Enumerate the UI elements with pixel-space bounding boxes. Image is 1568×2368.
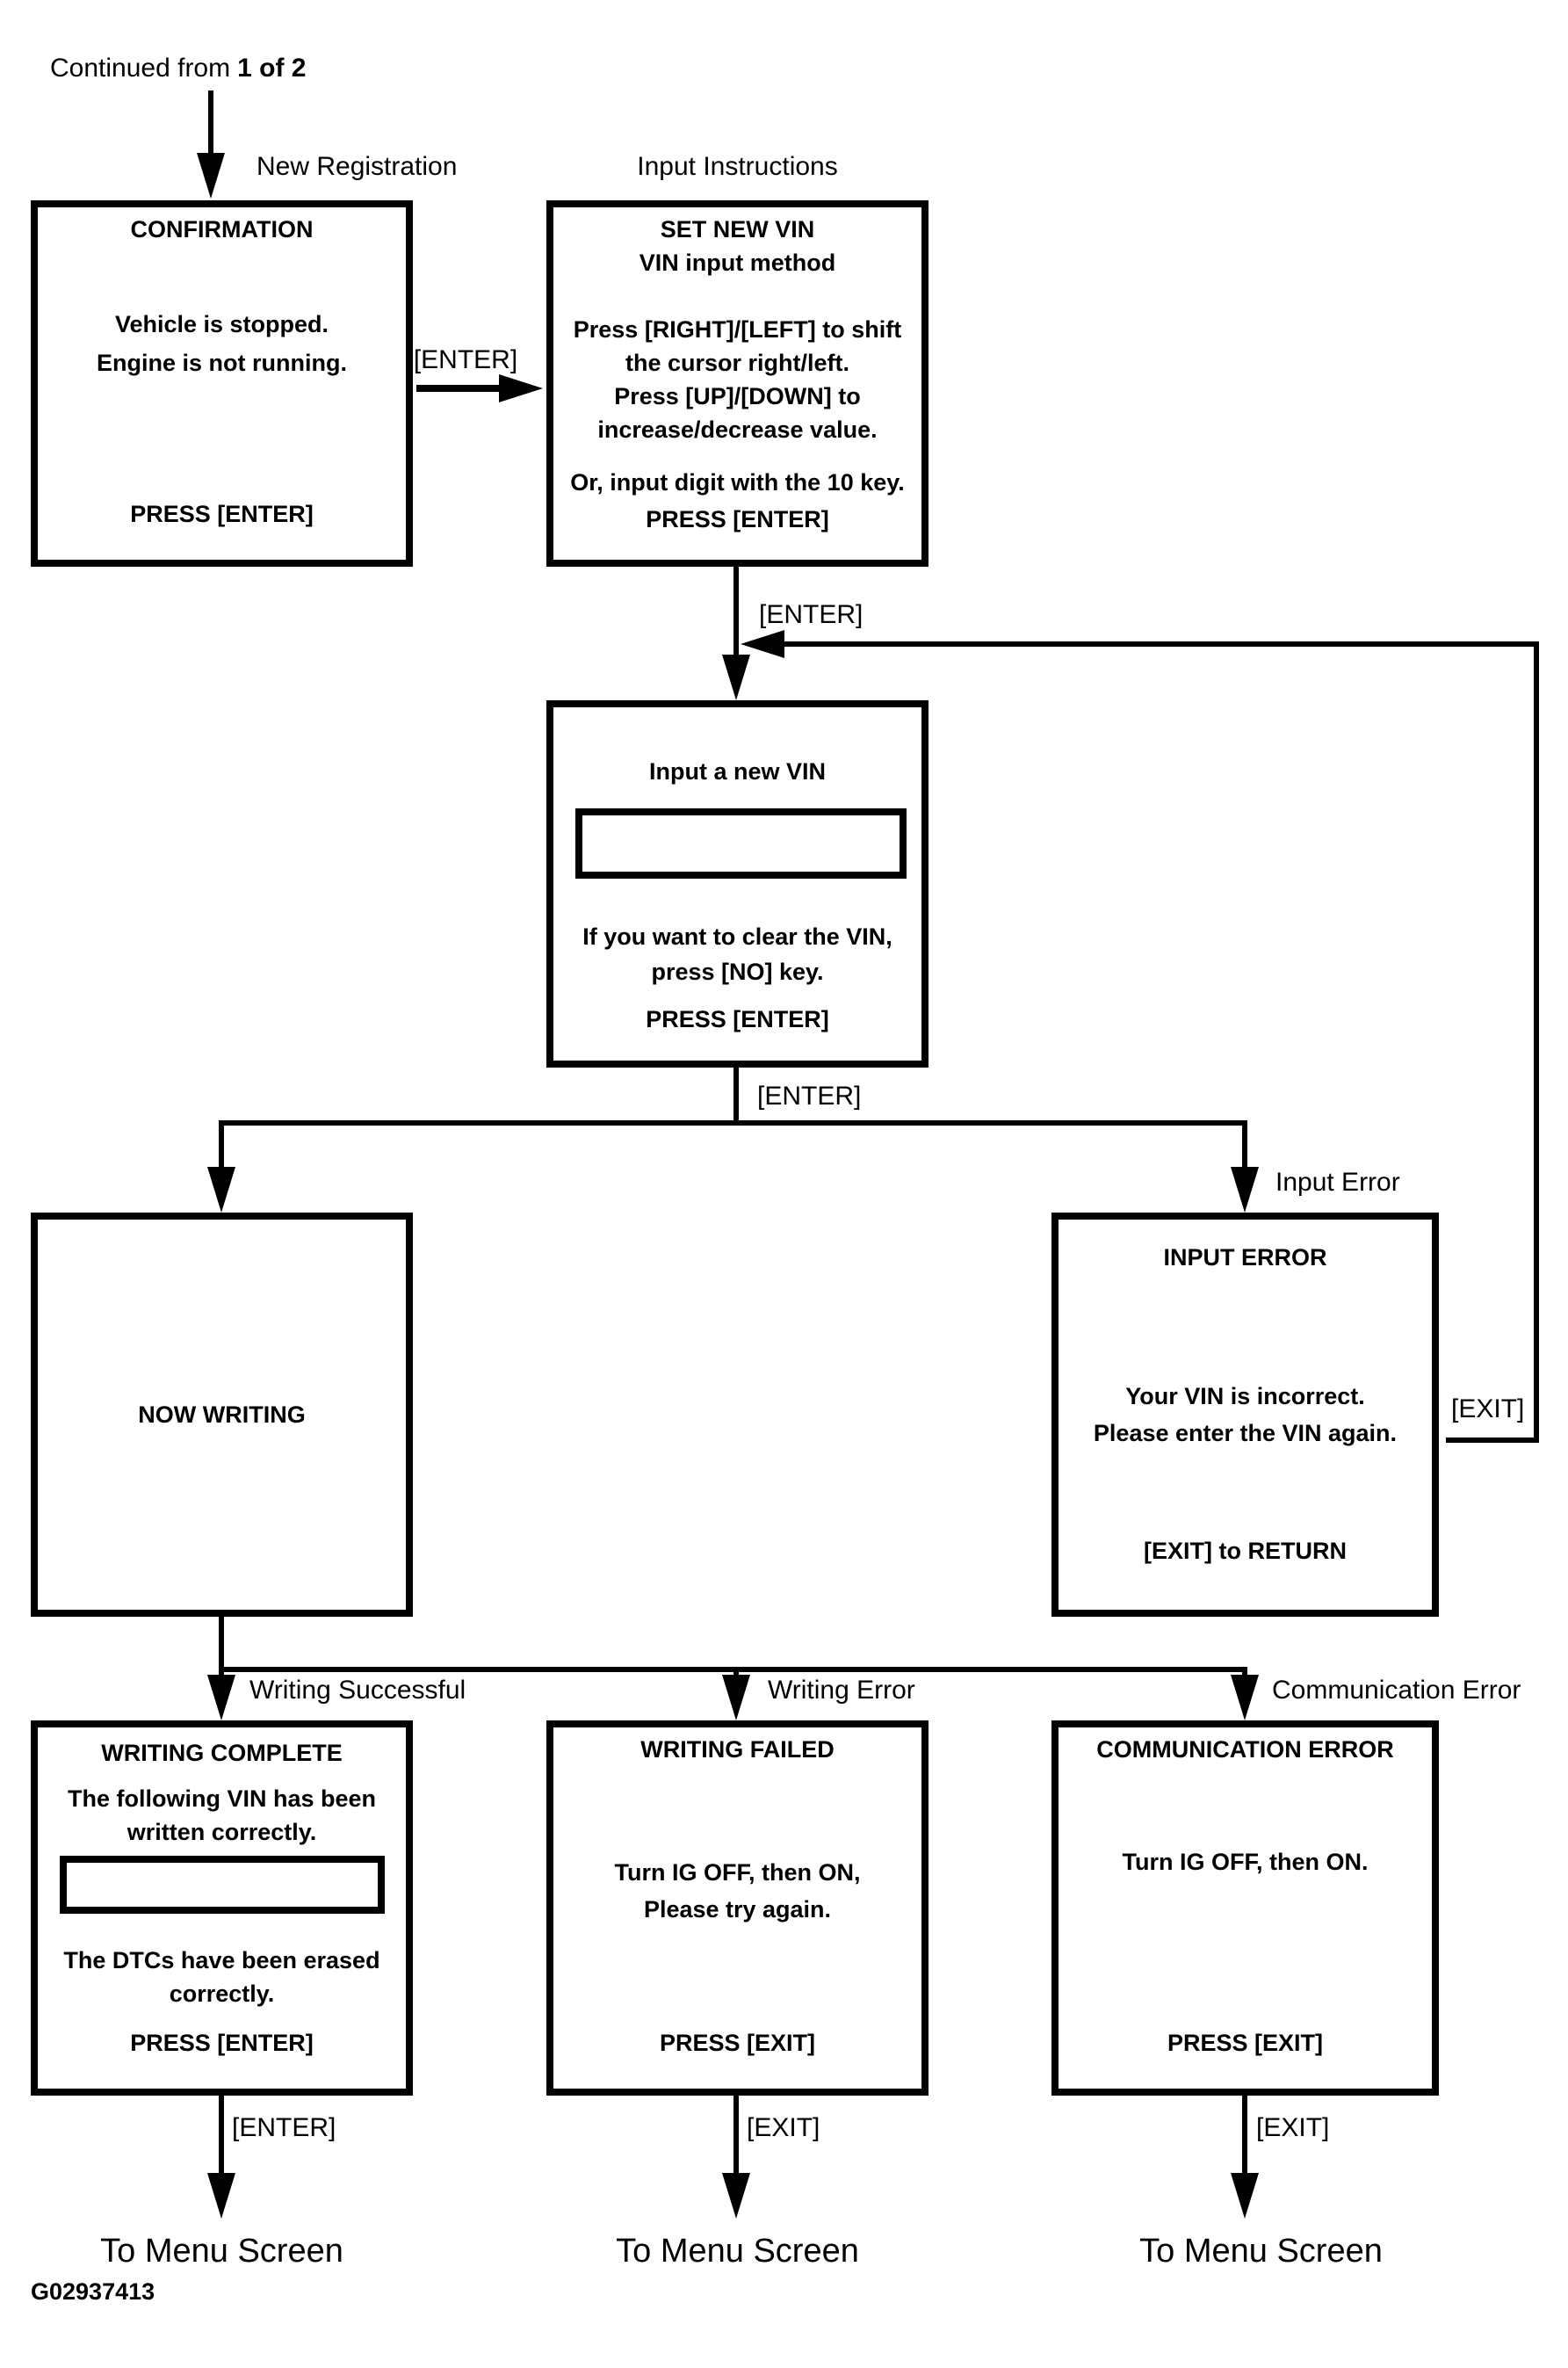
edge-label-exit-bottom-mid: [EXIT] (747, 2113, 820, 2142)
writing-complete-box: WRITING COMPLETE The following VIN has b… (31, 1720, 413, 2096)
connector-to-writing-failed (733, 1667, 739, 1679)
edge-label-enter-2: [ENTER] (759, 600, 863, 629)
input-new-vin-box: Input a new VIN If you want to clear the… (546, 700, 929, 1068)
writing-failed-line1: Turn IG OFF, then ON, (614, 1859, 861, 1886)
confirmation-box: CONFIRMATION Vehicle is stopped. Engine … (31, 200, 413, 567)
connector-to-writing-complete (219, 1667, 224, 1679)
input-new-vin-line2: press [NO] key. (651, 959, 824, 985)
connector-complete-to-menu (219, 2096, 224, 2176)
edge-label-communication-error: Communication Error (1272, 1676, 1521, 1705)
continued-from-text: Continued from (50, 54, 231, 83)
input-error-footer: [EXIT] to RETURN (1144, 1538, 1347, 1564)
connector-failed-to-menu (733, 2096, 739, 2176)
set-new-vin-title: SET NEW VIN (660, 216, 815, 243)
connector-split-bottom (219, 1667, 1247, 1672)
input-error-title: INPUT ERROR (1163, 1244, 1327, 1271)
confirmation-line2: Engine is not running. (97, 350, 347, 376)
arrowhead-into-writing-complete (207, 1675, 235, 1720)
input-error-line2: Please enter the VIN again. (1093, 1420, 1398, 1446)
input-error-line1: Your VIN is incorrect. (1125, 1383, 1365, 1409)
writing-complete-line4: correctly. (169, 1981, 275, 2007)
writing-failed-box: WRITING FAILED Turn IG OFF, then ON, Ple… (546, 1720, 929, 2096)
connector-set-to-input (733, 567, 739, 658)
now-writing-box: NOW WRITING (31, 1213, 413, 1617)
set-new-vin-subtitle: VIN input method (639, 250, 836, 276)
connector-return-top (783, 641, 1539, 647)
to-menu-screen-3: To Menu Screen (1139, 2233, 1383, 2270)
connector-split-top (219, 1120, 1247, 1126)
edge-label-writing-successful: Writing Successful (249, 1676, 466, 1705)
writing-failed-footer: PRESS [EXIT] (659, 2030, 816, 2056)
figure-id: G02937413 (31, 2278, 155, 2305)
writing-complete-line1: The following VIN has been (67, 1785, 377, 1812)
communication-error-line1: Turn IG OFF, then ON. (1122, 1849, 1369, 1875)
input-new-vin-title: Input a new VIN (648, 758, 826, 785)
confirmation-line1: Vehicle is stopped. (114, 311, 329, 337)
arrowhead-into-confirmation (197, 153, 225, 199)
edge-label-enter-1: [ENTER] (413, 345, 518, 374)
connector-input-to-split (733, 1068, 739, 1126)
communication-error-title: COMMUNICATION ERROR (1096, 1736, 1394, 1763)
set-new-vin-footer: PRESS [ENTER] (646, 506, 829, 532)
edge-label-input-error: Input Error (1275, 1168, 1400, 1197)
arrowhead-into-communication-error (1231, 1675, 1259, 1720)
communication-error-footer: PRESS [EXIT] (1167, 2030, 1324, 2056)
connector-return-from-input-error (1446, 1437, 1539, 1443)
writing-complete-line3: The DTCs have been erased (63, 1947, 380, 1973)
edge-label-enter-3: [ENTER] (757, 1082, 862, 1111)
to-menu-screen-2: To Menu Screen (616, 2233, 859, 2270)
connector-to-communication-error (1242, 1667, 1247, 1679)
connector-confirm-to-set (416, 385, 504, 392)
arrowhead-to-menu-1 (207, 2173, 235, 2219)
communication-error-box: COMMUNICATION ERROR Turn IG OFF, then ON… (1051, 1720, 1439, 2096)
writing-complete-line2: written correctly. (126, 1819, 317, 1845)
edge-label-exit-bottom-right: [EXIT] (1256, 2113, 1330, 2142)
connector-continued (208, 91, 213, 156)
set-new-vin-line4: increase/decrease value. (597, 416, 878, 443)
writing-complete-footer: PRESS [ENTER] (130, 2030, 314, 2056)
set-new-vin-line1: Press [RIGHT]/[LEFT] to shift (573, 316, 902, 343)
arrowhead-into-set-new-vin (499, 374, 543, 402)
edge-label-new-registration: New Registration (257, 152, 458, 181)
arrowhead-to-menu-2 (722, 2173, 750, 2219)
vin-display-field (60, 1856, 385, 1914)
set-new-vin-box: SET NEW VIN VIN input method Press [RIGH… (546, 200, 929, 567)
input-new-vin-footer: PRESS [ENTER] (646, 1006, 829, 1032)
arrowhead-into-writing-failed (722, 1675, 750, 1720)
confirmation-title: CONFIRMATION (130, 216, 314, 243)
arrowhead-into-now-writing (207, 1167, 235, 1213)
input-new-vin-line1: If you want to clear the VIN, (582, 923, 892, 950)
confirmation-footer: PRESS [ENTER] (130, 501, 314, 527)
connector-to-now-writing (219, 1120, 224, 1170)
writing-failed-title: WRITING FAILED (640, 1736, 835, 1763)
arrowhead-to-menu-3 (1231, 2173, 1259, 2219)
set-new-vin-line2: the cursor right/left. (625, 350, 850, 376)
arrowhead-return-merge (741, 630, 784, 658)
edge-label-writing-error: Writing Error (768, 1676, 915, 1705)
arrowhead-into-input-error (1231, 1167, 1259, 1213)
connector-return-right (1534, 641, 1539, 1443)
edge-label-exit-return: [EXIT] (1451, 1394, 1525, 1423)
connector-to-input-error (1242, 1120, 1247, 1170)
set-new-vin-line3: Press [UP]/[DOWN] to (614, 383, 861, 409)
vin-input-field (575, 808, 907, 879)
now-writing-title: NOW WRITING (138, 1401, 306, 1428)
to-menu-screen-1: To Menu Screen (100, 2233, 343, 2270)
set-new-vin-line5: Or, input digit with the 10 key. (570, 469, 905, 496)
edge-label-input-instructions: Input Instructions (637, 152, 838, 181)
writing-failed-line2: Please try again. (643, 1896, 832, 1923)
arrowhead-into-input-new-vin (722, 655, 750, 700)
connector-now-writing-down (219, 1617, 224, 1671)
edge-label-enter-bottom: [ENTER] (232, 2113, 336, 2142)
input-error-box: INPUT ERROR Your VIN is incorrect. Pleas… (1051, 1213, 1439, 1617)
connector-comm-to-menu (1242, 2096, 1247, 2176)
continued-from-ref: 1 of 2 (237, 54, 307, 83)
writing-complete-title: WRITING COMPLETE (101, 1740, 343, 1766)
